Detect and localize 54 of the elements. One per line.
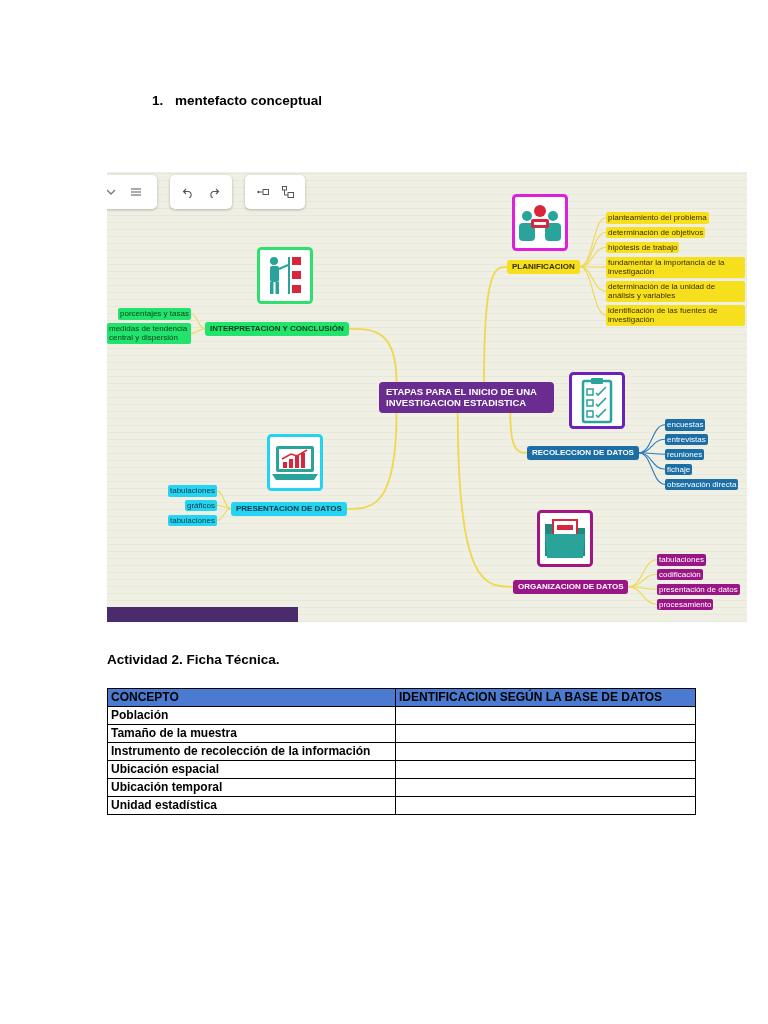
subtopic-tag: presentación de datos	[657, 583, 740, 596]
subtopic-tag: observación directa	[665, 478, 739, 491]
subtopic-tag: codificación	[657, 568, 703, 581]
connector-line	[345, 411, 398, 510]
subtopic-tag: identificación de las fuentes de investigación	[606, 304, 745, 326]
subtopic-tag: fundamentar la importancia de la investigación	[606, 256, 745, 278]
connector-line	[509, 411, 528, 454]
connector-line	[638, 452, 666, 485]
row-label: Ubicación espacial	[107, 760, 396, 779]
column-header: CONCEPTO	[107, 688, 396, 707]
row-label: Ubicación temporal	[107, 778, 396, 797]
branch-topic: INTERPRETACION Y CONCLUSIÓN	[205, 322, 349, 336]
subtopic-tag: medidas de tendencia central y dispersión	[107, 322, 191, 344]
subtopic-tag: porcentajes y tasas	[118, 308, 191, 320]
subtopic-tag: tabulaciones	[168, 485, 217, 497]
connector-line	[579, 231, 607, 268]
subtopic-tag: hipótesis de trabajo	[606, 241, 680, 254]
section-title: mentefacto conceptual	[175, 93, 323, 110]
subtopic-tag: gráficos	[185, 499, 217, 512]
section-heading: Actividad 2. Ficha Técnica.	[107, 652, 280, 669]
connector-line	[638, 452, 666, 455]
subtopic-tag: determinación de objetivos	[606, 226, 706, 239]
connector-line	[190, 313, 206, 330]
subtopic-tag: tabulaciones	[168, 514, 217, 527]
subtopic-tag: fichaje	[665, 463, 693, 476]
connector-line	[627, 586, 658, 605]
connector-line	[216, 508, 232, 521]
row-label: Unidad estadística	[107, 796, 396, 815]
connector-line	[347, 327, 398, 383]
row-label: Tamaño de la muestra	[107, 724, 396, 743]
column-header: IDENTIFICACION SEGÚN LA BASE DE DATOS	[395, 688, 696, 707]
list-number: 1.	[152, 93, 164, 110]
connector-line	[216, 490, 232, 510]
subtopic-tag: procesamiento	[657, 598, 714, 611]
subtopic-tag: planteamiento del problema	[606, 212, 709, 224]
branch-topic: RECOLECCION DE DATOS	[527, 446, 639, 460]
branch-topic: ORGANIZACION DE DATOS	[513, 580, 629, 594]
row-label: Instrumento de recolección de la información	[107, 742, 396, 761]
central-topic: ETAPAS PARA EL INICIO DE UNA INVESTIGACION ESTADISTICA	[379, 382, 554, 413]
branch-topic: PRESENTACION DE DATOS	[231, 502, 347, 516]
connector-line	[216, 504, 232, 510]
subtopic-tag: tabulaciones	[657, 554, 706, 566]
connector-line	[456, 411, 514, 588]
subtopic-tag: encuestas	[665, 419, 706, 431]
connector-line	[579, 266, 607, 268]
connector-line	[190, 328, 206, 334]
connector-line	[483, 265, 508, 383]
row-label: Población	[107, 706, 396, 725]
connector-line	[579, 266, 607, 316]
subtopic-tag: determinación de la unidad de análisis y variables	[606, 280, 745, 302]
subtopic-tag: entrevistas	[665, 433, 708, 446]
connector-line	[579, 266, 607, 292]
branch-topic: PLANIFICACION	[507, 260, 580, 274]
subtopic-tag: reuniones	[665, 448, 705, 461]
